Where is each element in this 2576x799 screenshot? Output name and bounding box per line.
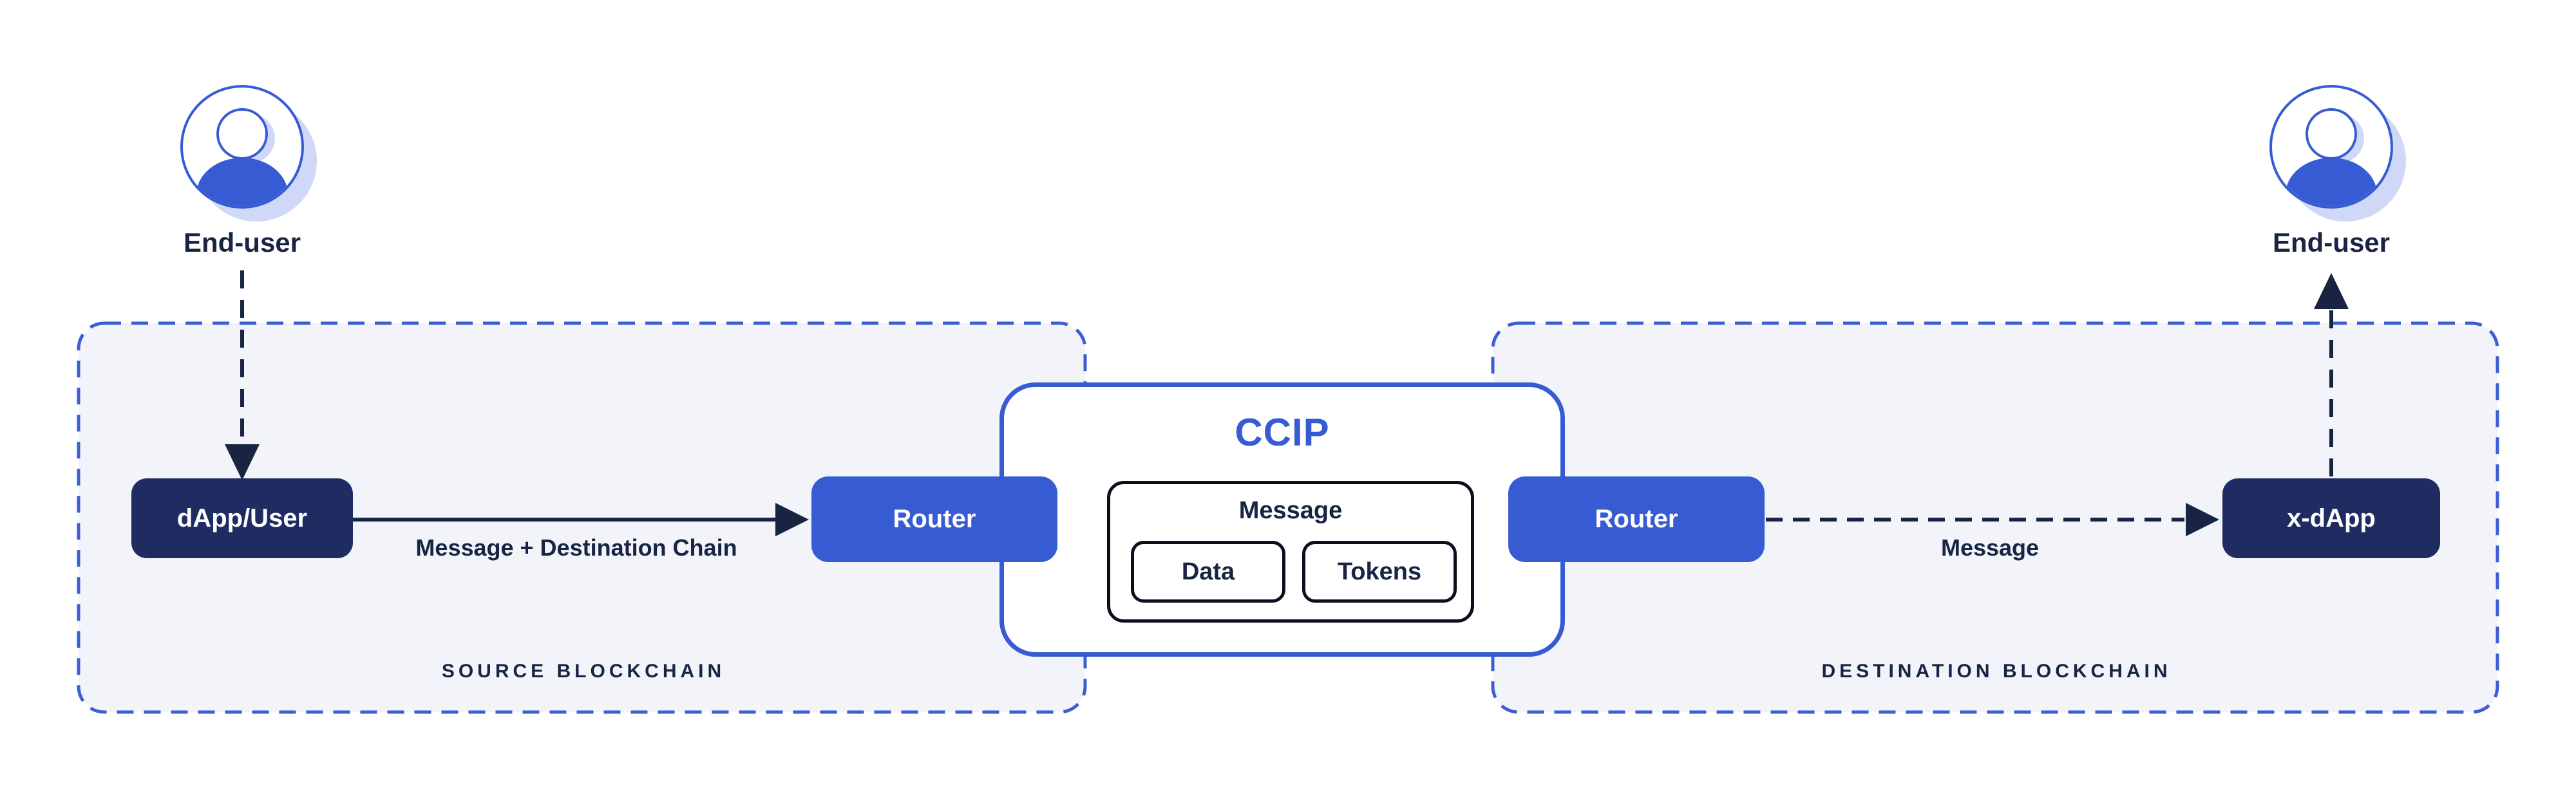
end-user-label-right: End-user — [2272, 227, 2391, 258]
destination-router-label: Router — [1595, 505, 1678, 533]
data-box-label: Data — [1181, 558, 1235, 585]
source-blockchain-caption: SOURCE BLOCKCHAIN — [441, 661, 726, 682]
source-router-node: Router — [811, 476, 1057, 562]
message-box: Message Data Tokens — [1107, 481, 1474, 623]
user-to-dapp-arrow — [225, 270, 260, 480]
dapp-user-node: dApp/User — [131, 478, 353, 558]
message-box-label: Message — [1238, 497, 1343, 524]
xdapp-node: x-dApp — [2222, 478, 2440, 558]
router-to-xdapp-edge-label: Message — [1940, 534, 2040, 561]
end-user-label-left: End-user — [183, 227, 301, 258]
source-router-label: Router — [893, 505, 976, 533]
tokens-box: Tokens — [1302, 541, 1457, 603]
tokens-box-label: Tokens — [1337, 558, 1422, 585]
dapp-user-label: dApp/User — [176, 503, 308, 532]
xdapp-to-user-arrow — [2314, 273, 2349, 476]
xdapp-label: x-dApp — [2287, 503, 2376, 532]
ccip-box: CCIP Message Data Tokens — [999, 382, 1565, 657]
data-box: Data — [1131, 541, 1285, 603]
router-to-xdapp-arrow — [1766, 503, 2219, 536]
dapp-to-router-arrow — [353, 503, 809, 536]
user-icon — [2269, 85, 2406, 221]
dapp-to-router-edge-label: Message + Destination Chain — [415, 534, 737, 561]
destination-blockchain-caption: DESTINATION BLOCKCHAIN — [1821, 661, 2172, 682]
ccip-title: CCIP — [1235, 411, 1330, 454]
destination-router-node: Router — [1508, 476, 1765, 562]
user-icon — [180, 85, 317, 221]
